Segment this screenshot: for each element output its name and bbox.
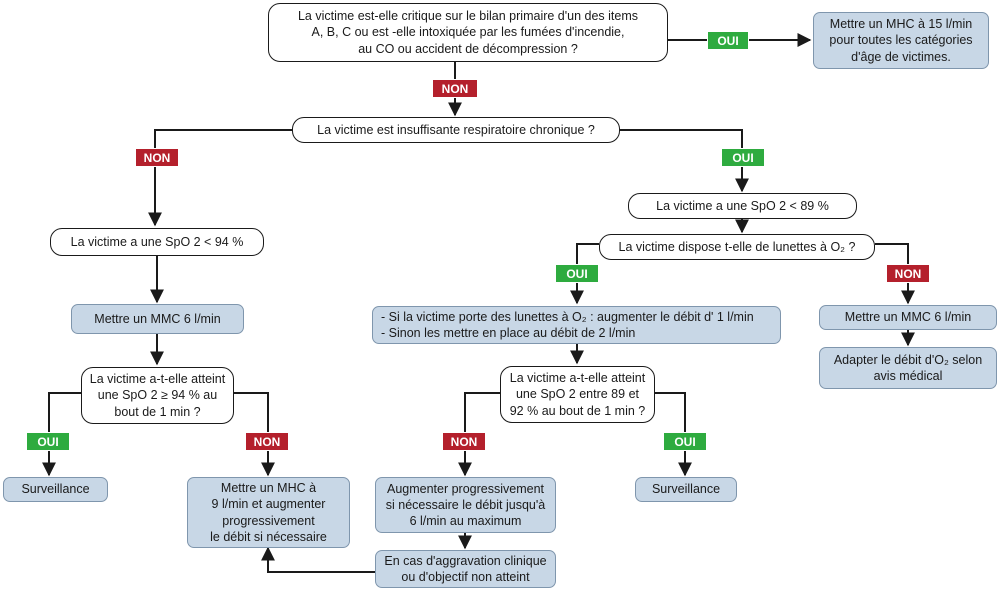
edge-aggravation-mhc9 bbox=[261, 546, 375, 573]
tag-non-critical: NON bbox=[432, 79, 478, 98]
action-mhc-9: Mettre un MHC à 9 l/min et augmenter pro… bbox=[187, 477, 350, 548]
action-aggravation: En cas d'aggravation clinique ou d'objec… bbox=[375, 550, 556, 588]
question-reached-89-92: La victime a-t-elle atteint une SpO 2 en… bbox=[500, 366, 655, 423]
edge-glasses-non bbox=[875, 243, 915, 305]
edge-chronic-non bbox=[148, 129, 292, 227]
question-spo2-89: La victime a une SpO 2 < 89 % bbox=[628, 193, 857, 219]
action-glasses-adjust: - Si la victime porte des lunettes à O₂ … bbox=[372, 306, 781, 344]
edge-chronic-oui bbox=[620, 129, 749, 193]
question-reached-94: La victime a-t-elle atteint une SpO 2 ≥ … bbox=[81, 367, 234, 424]
question-critical-victim: La victime est-elle critique sur le bila… bbox=[268, 3, 668, 62]
tag-non-reached-89: NON bbox=[442, 432, 486, 451]
tag-oui-reached-94: OUI bbox=[26, 432, 70, 451]
tag-oui-chronic: OUI bbox=[721, 148, 765, 167]
question-spo2-94: La victime a une SpO 2 < 94 % bbox=[50, 228, 264, 256]
action-surveillance-right: Surveillance bbox=[635, 477, 737, 502]
action-mmc-6-right: Mettre un MMC 6 l/min bbox=[819, 305, 997, 330]
tag-non-reached-94: NON bbox=[245, 432, 289, 451]
action-mhc-15: Mettre un MHC à 15 l/min pour toutes les… bbox=[813, 12, 989, 69]
tag-oui-critical: OUI bbox=[707, 31, 749, 50]
tag-oui-reached-89: OUI bbox=[663, 432, 707, 451]
action-increase-flow: Augmenter progressivement si nécessaire … bbox=[375, 477, 556, 533]
question-chronic-respiratory: La victime est insuffisante respiratoire… bbox=[292, 117, 620, 143]
tag-non-chronic: NON bbox=[135, 148, 179, 167]
action-mmc-6-left: Mettre un MMC 6 l/min bbox=[71, 304, 244, 334]
tag-oui-glasses: OUI bbox=[555, 264, 599, 283]
edge-glasses-oui bbox=[570, 243, 599, 305]
question-o2-glasses: La victime dispose t-elle de lunettes à … bbox=[599, 234, 875, 260]
tag-non-glasses: NON bbox=[886, 264, 930, 283]
action-surveillance-left: Surveillance bbox=[3, 477, 108, 502]
action-medical-advice: Adapter le débit d'O₂ selon avis médical bbox=[819, 347, 997, 389]
